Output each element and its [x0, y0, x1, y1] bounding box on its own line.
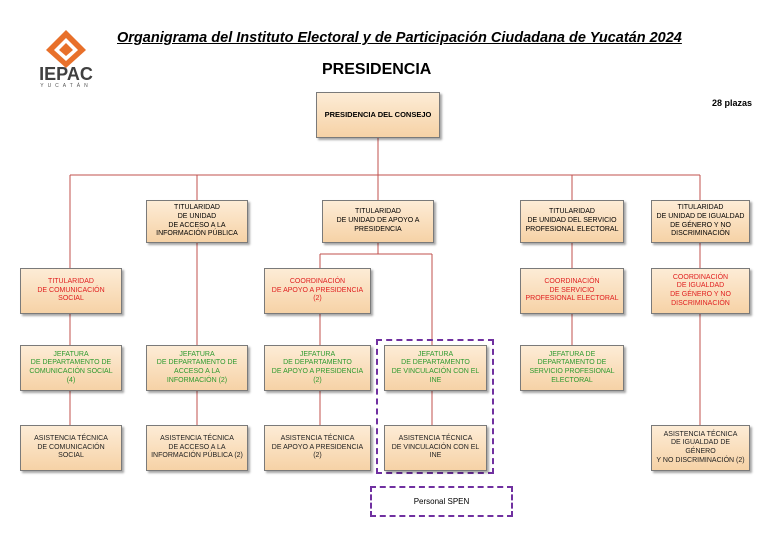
spen-legend-label: Personal SPEN: [413, 497, 470, 506]
spen-frame: [376, 339, 494, 474]
node-titularidad-apoyo-presidencia[interactable]: TITULARIDAD DE UNIDAD DE APOYO A PRESIDE…: [322, 200, 434, 243]
positions-count: 28 plazas: [712, 98, 753, 108]
node-asistencia-apoyo-presidencia[interactable]: ASISTENCIA TÉCNICA DE APOYO A PRESIDENCI…: [264, 425, 371, 471]
node-titularidad-acceso-informacion[interactable]: TITULARIDAD DE UNIDAD DE ACCESO A LA INF…: [146, 200, 248, 243]
iepac-logo: IEPAC YUCATÁN: [30, 28, 102, 90]
section-title: PRESIDENCIA: [322, 61, 432, 78]
node-jefatura-apoyo-presidencia[interactable]: JEFATURA DE DEPARTAMENTO DE APOYO A PRES…: [264, 345, 371, 391]
logo-text: IEPAC: [39, 64, 93, 84]
node-asistencia-igualdad-genero[interactable]: ASISTENCIA TÉCNICA DE IGUALDAD DE GÉNERO…: [651, 425, 750, 471]
node-coordinacion-igualdad-genero[interactable]: COORDINACIÓN DE IGUALDAD DE GÉNERO Y NO …: [651, 268, 750, 314]
logo-emblem-icon: [46, 30, 86, 68]
node-titularidad-comunicacion-social[interactable]: TITULARIDAD DE COMUNICACIÓN SOCIAL: [20, 268, 122, 314]
node-titularidad-servicio-profesional[interactable]: TITULARIDAD DE UNIDAD DEL SERVICIO PROFE…: [520, 200, 624, 243]
node-jefatura-servicio-profesional[interactable]: JEFATURA DE DEPARTAMENTO DE SERVICIO PRO…: [520, 345, 624, 391]
node-asistencia-comunicacion-social[interactable]: ASISTENCIA TÉCNICA DE COMUNICACIÓN SOCIA…: [20, 425, 122, 471]
node-asistencia-acceso-informacion[interactable]: ASISTENCIA TÉCNICA DE ACCESO A LA INFORM…: [146, 425, 248, 471]
spen-legend-frame: [370, 486, 513, 517]
page-title: Organigrama del Instituto Electoral y de…: [117, 30, 682, 46]
node-jefatura-vinculacion-ine[interactable]: JEFATURA DE DEPARTAMENTO DE VINCULACIÓN …: [384, 345, 487, 391]
node-jefatura-acceso-informacion[interactable]: JEFATURA DE DEPARTAMENTO DE ACCESO A LA …: [146, 345, 248, 391]
node-presidencia-consejo[interactable]: PRESIDENCIA DEL CONSEJO: [316, 92, 440, 138]
node-jefatura-comunicacion-social[interactable]: JEFATURA DE DEPARTAMENTO DE COMUNICACIÓN…: [20, 345, 122, 391]
logo-subtext: YUCATÁN: [40, 83, 92, 89]
node-titularidad-igualdad-genero[interactable]: TITULARIDAD DE UNIDAD DE IGUALDAD DE GÉN…: [651, 200, 750, 243]
node-asistencia-vinculacion-ine[interactable]: ASISTENCIA TÉCNICA DE VINCULACIÓN CON EL…: [384, 425, 487, 471]
node-coordinacion-apoyo-presidencia[interactable]: COORDINACIÓN DE APOYO A PRESIDENCIA (2): [264, 268, 371, 314]
node-coordinacion-servicio-profesional[interactable]: COORDINACIÓN DE SERVICIO PROFESIONAL ELE…: [520, 268, 624, 314]
